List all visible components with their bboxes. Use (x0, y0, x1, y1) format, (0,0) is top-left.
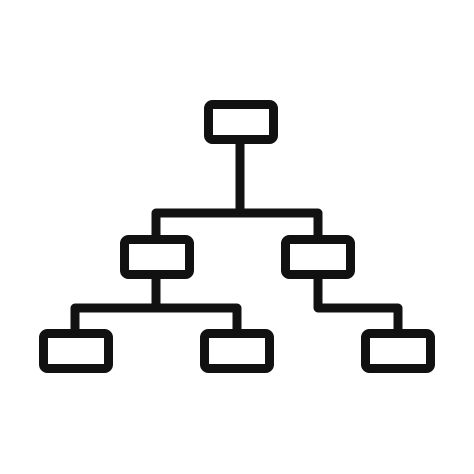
connector-level2-bar (151, 208, 323, 246)
node-bottom-middle (200, 329, 274, 373)
node-bottom-left (39, 329, 113, 373)
connector-right-branch (313, 268, 403, 340)
node-bottom-right (361, 329, 435, 373)
node-boxes (39, 100, 435, 373)
node-mid-right (281, 235, 355, 279)
connector-level3-bar (70, 303, 242, 340)
node-root (204, 100, 278, 144)
node-mid-left (120, 235, 194, 279)
